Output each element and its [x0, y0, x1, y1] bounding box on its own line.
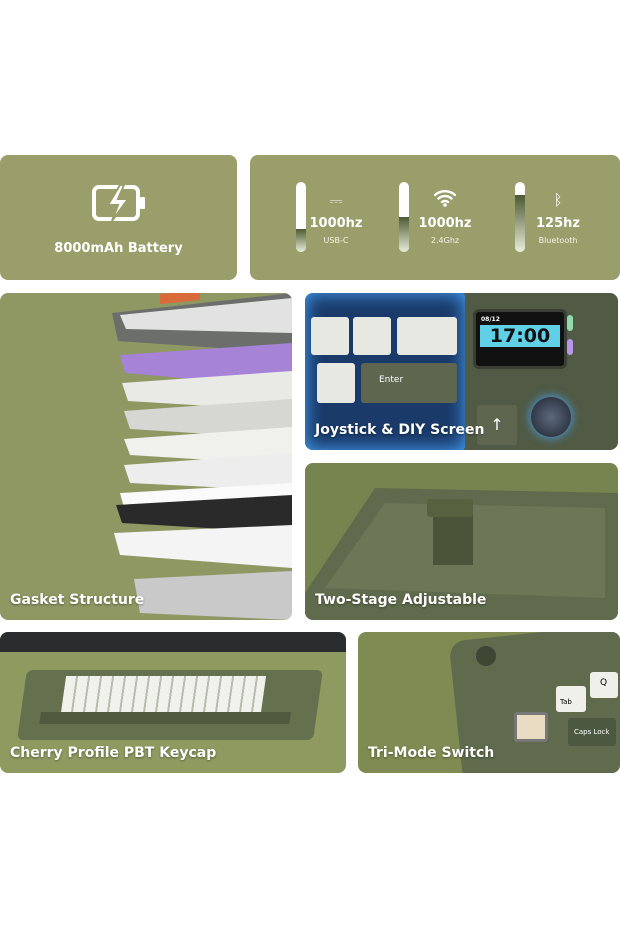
caps-key-label: Caps Lock	[574, 728, 610, 736]
battery-panel: 8000mAh Battery	[0, 155, 237, 280]
screen-date: 08/12	[481, 316, 500, 323]
usb-cable-icon: ⎓	[329, 191, 343, 210]
enter-key: Enter	[361, 363, 457, 403]
screen-caption: Joystick & DIY Screen	[315, 422, 485, 438]
bluetooth-icon: ᛒ	[553, 191, 563, 209]
wireless-rate: 1000hz	[418, 216, 472, 231]
tri-mode-switch-panel: Tab Caps Lock Q Tri-Mode Switch	[358, 632, 620, 773]
wireless-label: 2.4Ghz	[430, 236, 460, 245]
mode-knob	[476, 646, 496, 666]
green-indicator	[567, 315, 573, 331]
joystick-knob	[531, 397, 571, 437]
keycap-panel: Cherry Profile PBT Keycap	[0, 632, 346, 773]
keyboard-feet-image	[305, 488, 618, 620]
keycap-quote	[317, 363, 355, 403]
keycap-brace	[311, 317, 349, 355]
keyboard-image	[17, 670, 323, 740]
adjustable-caption: Two-Stage Adjustable	[315, 592, 487, 608]
arrow-up-key: ↑	[477, 405, 517, 445]
joystick-screen-panel: Enter ↑ 08/12 17:00 Joystick & DIY Scree…	[305, 293, 618, 450]
monitor	[0, 632, 346, 652]
connection-modes-panel: ⎓ 1000hz USB-C 1000hz 2.4Ghz ᛒ 125hz Blu…	[250, 155, 620, 280]
bluetooth-label: Bluetooth	[538, 236, 578, 245]
battery-charging-icon	[92, 184, 145, 222]
bluetooth-bar-fill	[515, 194, 525, 252]
enter-key-label: Enter	[379, 375, 404, 385]
gasket-structure-panel: Gasket Structure	[0, 293, 292, 620]
q-key-label: Q	[600, 678, 608, 688]
diy-screen: 08/12 17:00	[473, 309, 567, 369]
usb-bar-fill	[296, 228, 306, 252]
keycap-backslash	[397, 317, 457, 355]
wireless-bar-fill	[399, 217, 409, 252]
usb-polling-bar	[296, 182, 306, 252]
two-stage-adjustable-panel: Two-Stage Adjustable	[305, 463, 618, 620]
bluetooth-rate: 125hz	[536, 216, 580, 231]
exploded-keyboard-layers-image	[112, 293, 292, 620]
q-key: Q	[590, 672, 618, 698]
usb-receiver	[514, 712, 548, 742]
screen-time: 17:00	[480, 325, 560, 347]
wireless-polling-bar	[399, 182, 409, 252]
purple-indicator	[567, 339, 573, 355]
wifi-icon	[405, 189, 485, 211]
tab-key-label: Tab	[560, 698, 572, 706]
keycap-bracket	[353, 317, 391, 355]
usb-label: USB-C	[323, 236, 349, 245]
bluetooth-polling-bar	[515, 182, 525, 252]
usb-rate: 1000hz	[309, 216, 363, 231]
trimode-caption: Tri-Mode Switch	[368, 745, 495, 761]
caps-lock-key: Caps Lock	[568, 718, 616, 746]
gasket-caption: Gasket Structure	[10, 592, 145, 608]
tab-key: Tab	[556, 686, 586, 712]
battery-label: 8000mAh Battery	[54, 241, 183, 256]
keycap-caption: Cherry Profile PBT Keycap	[10, 745, 217, 761]
